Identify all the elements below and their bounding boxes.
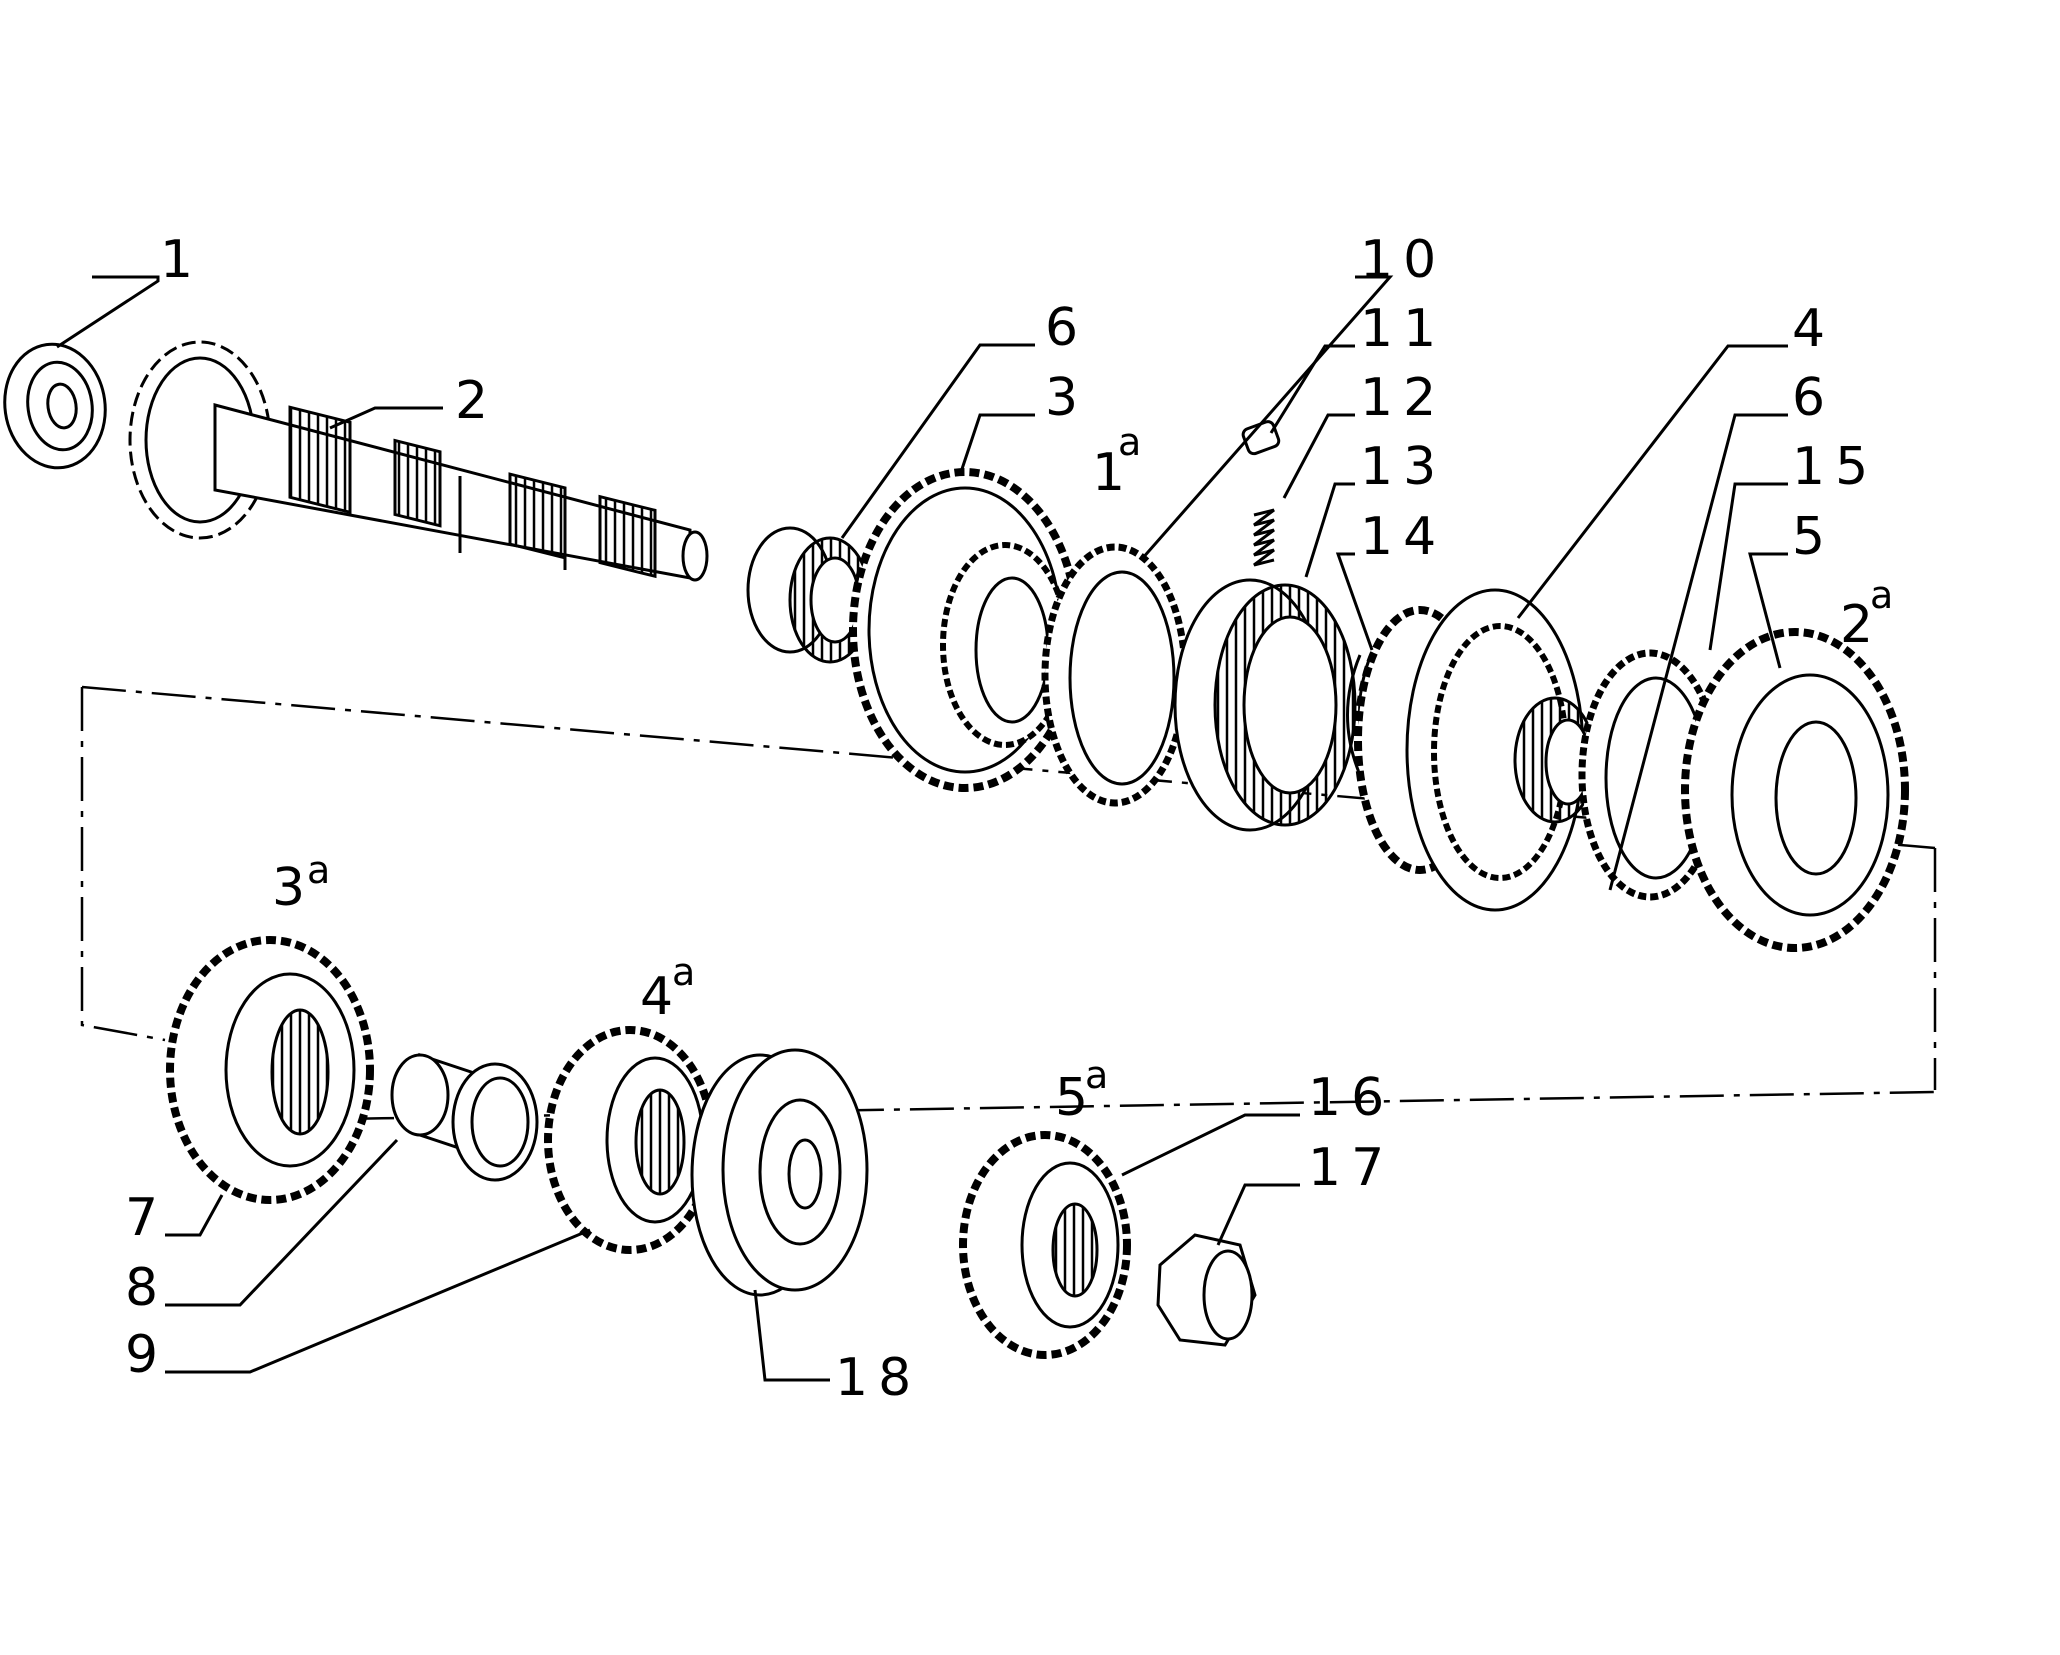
gear-5-top <box>1681 628 1909 952</box>
gear-label-3-sup: a <box>307 848 330 892</box>
gear-label-4-sup: a <box>672 950 695 994</box>
label-11: 11 <box>1360 299 1446 359</box>
gear-5a-bottom <box>959 1131 1131 1359</box>
ball-bearing <box>3 342 107 470</box>
label-13: 13 <box>1360 437 1446 497</box>
gear-labels: 1 a 2 a 3 a 4 a 5 a <box>272 420 1893 1128</box>
gear-label-5-sup: a <box>1085 1053 1108 1097</box>
label-2: 2 <box>455 371 498 431</box>
label-4: 4 <box>1792 299 1835 359</box>
main-shaft <box>128 340 709 582</box>
label-3: 3 <box>1045 368 1088 428</box>
gear-label-4-num: 4 <box>640 967 683 1027</box>
gear-3a-bottom <box>166 936 374 1204</box>
label-6-second: 6 <box>1792 368 1835 428</box>
synchro-ring-second <box>1578 649 1722 901</box>
detent-pin <box>1241 420 1281 456</box>
thrust-washer <box>690 1048 869 1297</box>
label-17: 17 <box>1308 1138 1394 1198</box>
gear-label-2-sup: a <box>1870 573 1893 617</box>
spacer-sleeve <box>390 1052 539 1182</box>
label-16: 16 <box>1308 1068 1394 1128</box>
label-7: 7 <box>125 1188 168 1248</box>
lock-nut <box>1156 1233 1257 1347</box>
label-5: 5 <box>1792 507 1835 567</box>
gear-3-top <box>849 468 1081 792</box>
label-15: 15 <box>1792 437 1878 497</box>
label-12: 12 <box>1360 368 1446 428</box>
label-18: 18 <box>835 1348 921 1408</box>
gear-label-3-num: 3 <box>272 858 315 918</box>
gear-4-top <box>1354 588 1585 912</box>
leader-lines <box>56 275 1788 1382</box>
label-6: 6 <box>1045 298 1088 358</box>
label-8: 8 <box>125 1258 168 1318</box>
synchro-hub <box>1173 578 1357 832</box>
gear-label-5-num: 5 <box>1055 1068 1098 1128</box>
label-10: 10 <box>1360 230 1446 290</box>
gear-label-1-num: 1 <box>1092 443 1135 503</box>
detent-spring <box>1253 508 1275 567</box>
label-1: 1 <box>160 230 203 290</box>
gear-label-1-sup: a <box>1118 420 1141 464</box>
label-14: 14 <box>1360 507 1446 567</box>
gear-label-2-num: 2 <box>1840 595 1883 655</box>
synchro-ring <box>1041 543 1189 807</box>
label-9: 9 <box>125 1325 168 1385</box>
gear-4a-bottom <box>544 1026 716 1254</box>
part-labels: 1 2 6 3 10 11 12 13 14 4 6 15 5 7 8 9 18… <box>125 230 1878 1408</box>
